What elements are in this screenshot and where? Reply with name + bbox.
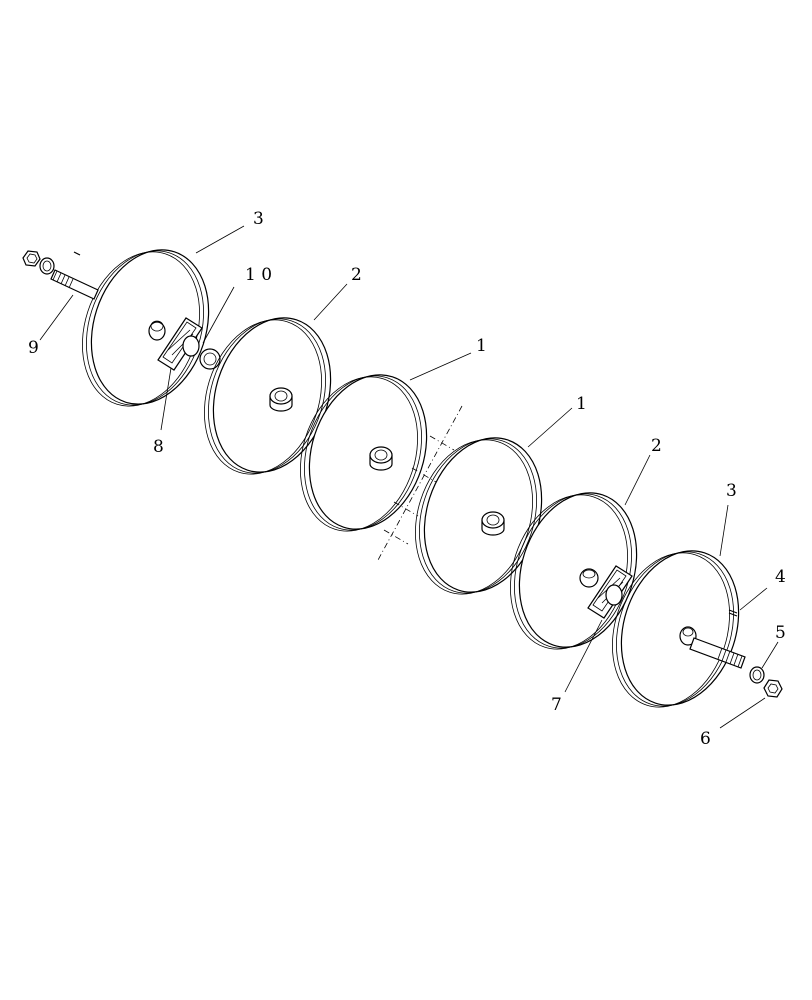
pin-4	[728, 609, 738, 617]
callout-10: 1 0	[245, 265, 272, 285]
callout-2-right: 2	[651, 436, 662, 456]
callout-1-right: 1	[576, 394, 587, 414]
bracket-8	[157, 317, 203, 371]
washer-left	[39, 257, 55, 275]
wheel-1-right	[415, 437, 543, 595]
callout-3-left: 3	[253, 209, 264, 229]
wheel-3-left	[82, 249, 210, 407]
callout-labels: 3 1 0 2 1 9 8 1 2 3 4 5 6 7	[28, 209, 786, 749]
nut-6	[763, 679, 783, 698]
wheel-2-left	[204, 317, 332, 475]
callout-5: 5	[775, 623, 786, 643]
wheel-3-right	[612, 550, 740, 708]
shaft-9	[50, 251, 99, 300]
shaft-right	[689, 637, 746, 669]
nut-left	[22, 250, 41, 267]
callout-6: 6	[700, 729, 711, 749]
callout-3-right: 3	[726, 481, 737, 501]
callout-8: 8	[153, 437, 164, 457]
bracket-7	[587, 565, 633, 619]
callout-1-left: 1	[476, 336, 487, 356]
separation-dash	[377, 405, 463, 561]
callout-2-left: 2	[351, 265, 362, 285]
callout-4: 4	[775, 567, 786, 587]
callout-7: 7	[551, 695, 562, 715]
bushing-10	[199, 348, 221, 370]
leader-lines	[39, 225, 779, 729]
callout-9: 9	[28, 338, 39, 358]
washer-5	[749, 666, 765, 684]
